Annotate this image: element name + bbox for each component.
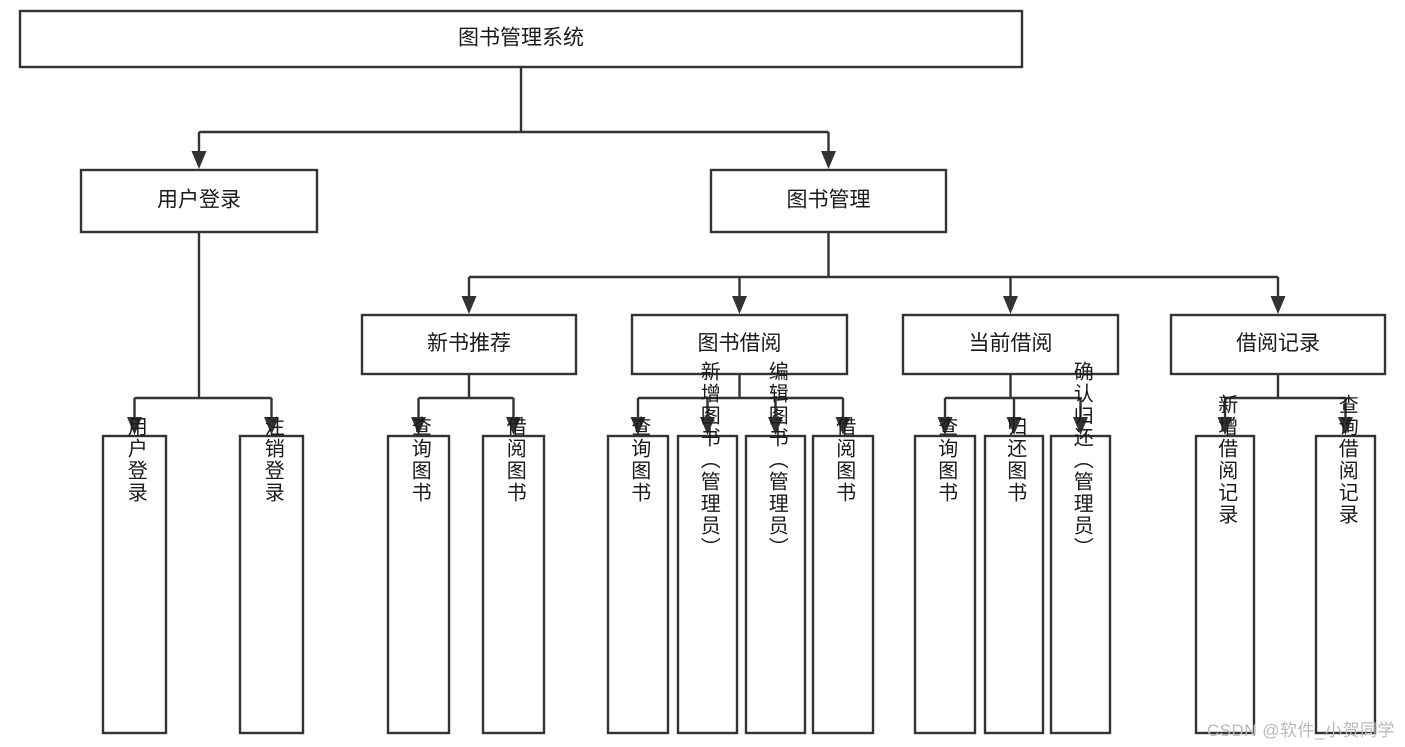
node-label: 注销登录 xyxy=(261,416,284,504)
node-label: 确认归还（管理员） xyxy=(1070,361,1093,559)
node-label: 查询图书 xyxy=(935,416,958,504)
node-label: 用户登录 xyxy=(157,189,241,212)
node-leaf-user-login[interactable]: 用户登录 xyxy=(101,416,168,735)
node-book-borrow[interactable]: 图书借阅 xyxy=(630,313,849,376)
node-label: 归还图书 xyxy=(1004,416,1027,504)
connector-layer xyxy=(127,67,1353,435)
node-label: 当前借阅 xyxy=(969,332,1053,355)
node-label: 借阅图书 xyxy=(503,416,526,504)
node-new-book-recommend[interactable]: 新书推荐 xyxy=(360,313,578,376)
node-box xyxy=(101,434,168,735)
node-label: 图书借阅 xyxy=(698,332,782,355)
node-box xyxy=(386,434,451,735)
node-leaf-query-book-2[interactable]: 查询图书 xyxy=(606,416,670,735)
node-leaf-user-logout[interactable]: 注销登录 xyxy=(238,416,305,735)
node-box xyxy=(79,168,319,234)
node-book-management[interactable]: 图书管理 xyxy=(709,168,948,234)
node-current-borrow[interactable]: 当前借阅 xyxy=(901,313,1120,376)
node-box xyxy=(238,434,305,735)
node-label: 图书管理系统 xyxy=(458,27,584,50)
node-box xyxy=(1314,434,1377,735)
node-leaf-return-book[interactable]: 归还图书 xyxy=(983,416,1045,735)
node-box xyxy=(360,313,578,376)
node-leaf-edit-book[interactable]: 编辑图书（管理员） xyxy=(744,361,807,735)
node-box xyxy=(18,9,1024,69)
node-box xyxy=(744,434,807,735)
node-leaf-add-borrow-record[interactable]: 新增借阅记录 xyxy=(1194,394,1256,735)
node-box xyxy=(630,313,849,376)
node-box xyxy=(676,434,739,735)
node-box xyxy=(913,434,977,735)
node-root[interactable]: 图书管理系统 xyxy=(18,9,1024,69)
node-label: 查询图书 xyxy=(408,416,431,504)
node-leaf-add-book[interactable]: 新增图书（管理员） xyxy=(676,361,739,735)
node-label: 新增图书（管理员） xyxy=(697,361,720,559)
node-user-login[interactable]: 用户登录 xyxy=(79,168,319,234)
node-leaf-confirm-return[interactable]: 确认归还（管理员） xyxy=(1049,361,1112,735)
node-label: 新增借阅记录 xyxy=(1215,394,1238,526)
node-box xyxy=(1194,434,1256,735)
node-leaf-query-borrow-record[interactable]: 查询借阅记录 xyxy=(1314,394,1377,735)
node-leaf-query-book-3[interactable]: 查询图书 xyxy=(913,416,977,735)
node-layer: 图书管理系统用户登录图书管理新书推荐图书借阅当前借阅借阅记录用户登录注销登录查询… xyxy=(18,9,1387,735)
node-box xyxy=(1169,313,1387,376)
node-leaf-borrow-book-1[interactable]: 借阅图书 xyxy=(481,416,546,735)
node-label: 借阅记录 xyxy=(1236,332,1320,355)
node-box xyxy=(709,168,948,234)
node-label: 图书管理 xyxy=(787,189,871,212)
node-box xyxy=(1049,434,1112,735)
node-leaf-borrow-book-2[interactable]: 借阅图书 xyxy=(811,416,875,735)
node-box xyxy=(481,434,546,735)
node-leaf-query-book-1[interactable]: 查询图书 xyxy=(386,416,451,735)
node-box xyxy=(901,313,1120,376)
node-label: 新书推荐 xyxy=(427,332,511,355)
node-box xyxy=(983,434,1045,735)
node-box xyxy=(811,434,875,735)
node-borrow-record[interactable]: 借阅记录 xyxy=(1169,313,1387,376)
node-box xyxy=(606,434,670,735)
node-label: 用户登录 xyxy=(124,416,147,504)
node-label: 编辑图书（管理员） xyxy=(765,361,788,559)
node-label: 借阅图书 xyxy=(833,416,856,504)
node-label: 查询图书 xyxy=(628,416,651,504)
node-label: 查询借阅记录 xyxy=(1335,394,1358,526)
